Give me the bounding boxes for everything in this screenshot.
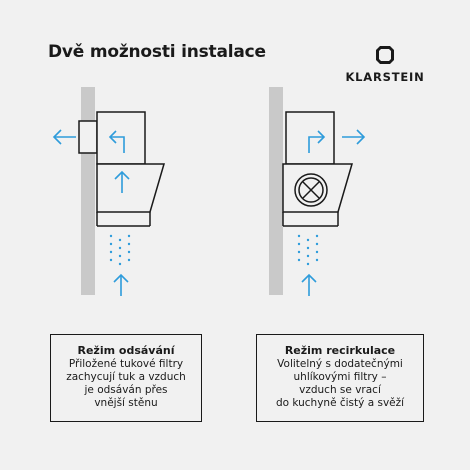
mode-box-extraction: Režim odsávání Přiložené tukové filtry z… bbox=[50, 334, 202, 422]
arrow-up-bottom-left-icon bbox=[113, 273, 129, 296]
arrow-out-right-icon bbox=[342, 129, 366, 145]
page-title: Dvě možnosti instalace bbox=[48, 42, 266, 62]
wall-right bbox=[269, 87, 283, 295]
mode-description-line: Volitelný s dodatečnými bbox=[277, 358, 403, 370]
mode-description-line: do kuchyně čistý a svěží bbox=[275, 397, 405, 409]
mode-description-line: uhlíkovými filtry – bbox=[293, 371, 387, 383]
mode-description-line: vzduch se vrací bbox=[299, 384, 381, 396]
brand-name: KLARSTEIN bbox=[345, 70, 425, 84]
hood-body-left bbox=[96, 163, 165, 213]
extraction-diagram bbox=[52, 87, 165, 296]
mode-description-line: zachycují tuk a vzduch bbox=[66, 371, 186, 383]
recirculation-diagram bbox=[269, 87, 366, 296]
exhaust-duct bbox=[78, 120, 98, 154]
fan-icon bbox=[294, 173, 328, 207]
mode-box-recirculation: Režim recirkulace Volitelný s dodatečným… bbox=[256, 334, 424, 422]
mode-title: Režim odsávání bbox=[77, 344, 175, 357]
mode-description-line: vnější stěnu bbox=[94, 397, 158, 409]
arrow-out-left-icon bbox=[52, 129, 76, 145]
arrow-up-inside-left-icon bbox=[114, 170, 130, 193]
arrow-up-turn-right-icon bbox=[308, 130, 326, 153]
mode-title: Režim recirkulace bbox=[284, 344, 396, 357]
wall-left bbox=[81, 87, 95, 295]
brand-logo: KLARSTEIN bbox=[340, 44, 430, 84]
hood-chimney-left bbox=[96, 111, 146, 165]
steam-dots-left bbox=[109, 234, 131, 266]
mode-description-line: Přiložené tukové filtry bbox=[68, 358, 184, 370]
arrow-up-bottom-right-icon bbox=[301, 273, 317, 296]
klarstein-logo-icon bbox=[376, 46, 394, 64]
mode-description-line: je odsáván přes bbox=[84, 384, 168, 396]
steam-dots-right bbox=[297, 234, 319, 266]
arrow-up-turn-left-icon bbox=[108, 130, 125, 153]
hood-chimney-right bbox=[285, 111, 335, 165]
